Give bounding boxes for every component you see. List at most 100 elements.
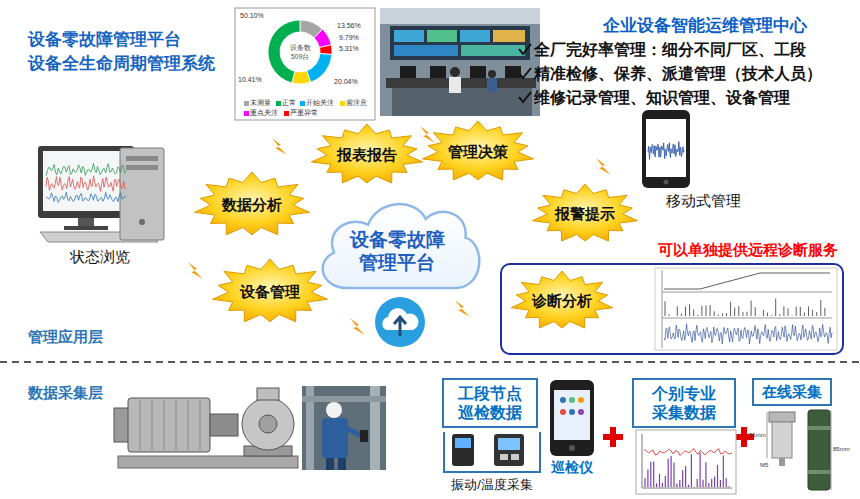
diagnosis-spectrum <box>820 300 821 316</box>
screen-waveform <box>46 192 126 202</box>
diagnosis-spectrum <box>816 312 817 316</box>
feature-bullet: 全厂完好率管理：细分不同厂区、工段 <box>534 40 806 61</box>
node-label: 数据分析 <box>222 196 282 214</box>
check-mark <box>519 44 531 102</box>
control-room-photo <box>505 66 521 78</box>
handheld-device <box>569 445 575 451</box>
diagnosis-spectrum <box>783 306 784 316</box>
professional-spectrum <box>685 466 686 487</box>
diagnosis-spectrum <box>722 313 723 316</box>
patrol-sensors <box>511 454 519 460</box>
diagnosis-spectrum <box>796 307 797 316</box>
control-room-photo <box>392 88 532 116</box>
professional-spectrum <box>697 479 698 487</box>
phone-icon <box>646 119 686 177</box>
screen-waveform <box>46 163 126 202</box>
diagnosis-spectrum <box>792 315 793 316</box>
layer-divider <box>0 361 860 363</box>
motor-pump-drawing <box>200 400 201 450</box>
legend-item: 重点关注 <box>244 108 278 118</box>
professional-spectrum <box>647 469 648 487</box>
node-label: 管理决策 <box>448 143 508 161</box>
legend-text: 需注意 <box>346 98 367 108</box>
check-mark <box>519 92 531 102</box>
professional-spectrum <box>665 476 666 487</box>
legend-text: 正常 <box>282 98 296 108</box>
online-sensor <box>767 410 831 490</box>
starburst-shape <box>422 121 533 180</box>
professional-spectrum <box>691 454 692 487</box>
diagnosis-spectrum <box>751 301 752 316</box>
check-mark <box>519 44 531 54</box>
computer-icon <box>64 226 108 230</box>
diagnosis-spectrum <box>662 318 832 319</box>
diagnosis-spectrum <box>824 308 825 316</box>
motor-pump-drawing <box>164 400 165 450</box>
professional-spectrum <box>644 478 645 487</box>
diagnosis-spectrum <box>755 307 756 316</box>
legend-text: 未测量 <box>250 98 271 108</box>
diagnosis-spectrum <box>693 309 694 316</box>
worker-photo <box>326 402 342 418</box>
starburst-shape <box>311 124 422 183</box>
control-room-photo <box>470 66 486 78</box>
pie-chart <box>314 29 331 47</box>
legend-text: 严重异常 <box>290 108 318 118</box>
professional-spectrum <box>726 478 727 487</box>
diagnosis-spectrum <box>681 313 682 316</box>
diagnosis-spectrum <box>718 314 719 316</box>
diagnosis-spectrum <box>655 268 837 350</box>
handheld-device <box>560 397 566 403</box>
platform-cloud: 设备零故障 管理平台 <box>307 191 487 303</box>
dimension: 56mm <box>749 432 766 438</box>
bracket <box>444 432 540 472</box>
diagnosis-spectrum <box>701 306 702 316</box>
cloud-shape <box>323 204 480 288</box>
data-source-box: 工段节点 巡检数据 <box>442 378 538 428</box>
legend-text: 开始关注 <box>306 98 334 108</box>
cloud-upload-icon <box>375 297 425 347</box>
pie-center-label: 设备数 <box>290 43 311 53</box>
diagnosis-spectrum <box>788 308 789 316</box>
diagnosis-spectrum <box>771 315 772 317</box>
patrol-sensors <box>452 434 524 466</box>
pie-percent: 5.31% <box>339 45 359 52</box>
motor-pump-drawing <box>210 414 238 436</box>
diagnosis-spectrum <box>706 305 707 316</box>
node-label: 设备管理 <box>240 283 300 301</box>
professional-spectrum <box>642 434 643 488</box>
feature-bullet: 精准检修、保养、派遣管理（技术人员） <box>534 64 822 85</box>
professional-spectrum <box>636 430 736 494</box>
check-mark <box>519 68 531 78</box>
plus-sign <box>741 427 747 447</box>
control-room-photo <box>390 26 530 60</box>
cloud-upload-icon <box>375 297 425 347</box>
online-sensor <box>767 412 768 458</box>
control-room-photo <box>461 45 525 56</box>
diagnosis-spectrum <box>665 301 666 316</box>
callout-heading: 可以单独提供远程诊断服务 <box>658 241 838 260</box>
diagnosis-spectrum <box>742 312 743 316</box>
starburst-node: 数据分析 <box>191 170 313 240</box>
dimension: M5 <box>760 462 768 468</box>
worker-photo <box>322 418 348 458</box>
handheld-device <box>560 409 566 415</box>
feature-bullet: 维修记录管理、知识管理、设备管理 <box>534 88 790 109</box>
legend-swatch <box>244 101 249 106</box>
professional-spectrum <box>717 465 718 487</box>
motor-pump-drawing <box>152 400 153 450</box>
computer-icon <box>139 219 145 225</box>
lightning-bolt <box>188 262 203 279</box>
patrol-sensors <box>498 438 520 450</box>
node-label: 报警提示 <box>555 205 615 223</box>
diagnosis-spectrum <box>697 315 698 316</box>
computer-icon <box>120 148 164 240</box>
motor-pump-drawing <box>114 388 298 468</box>
diagnosis-spectrum <box>673 315 674 316</box>
starburst-node: 管理决策 <box>419 119 537 185</box>
lightning-bolt <box>455 300 470 317</box>
motor-pump-drawing <box>140 400 141 450</box>
motor-pump-drawing <box>242 398 294 450</box>
diagnosis-spectrum <box>664 324 832 344</box>
